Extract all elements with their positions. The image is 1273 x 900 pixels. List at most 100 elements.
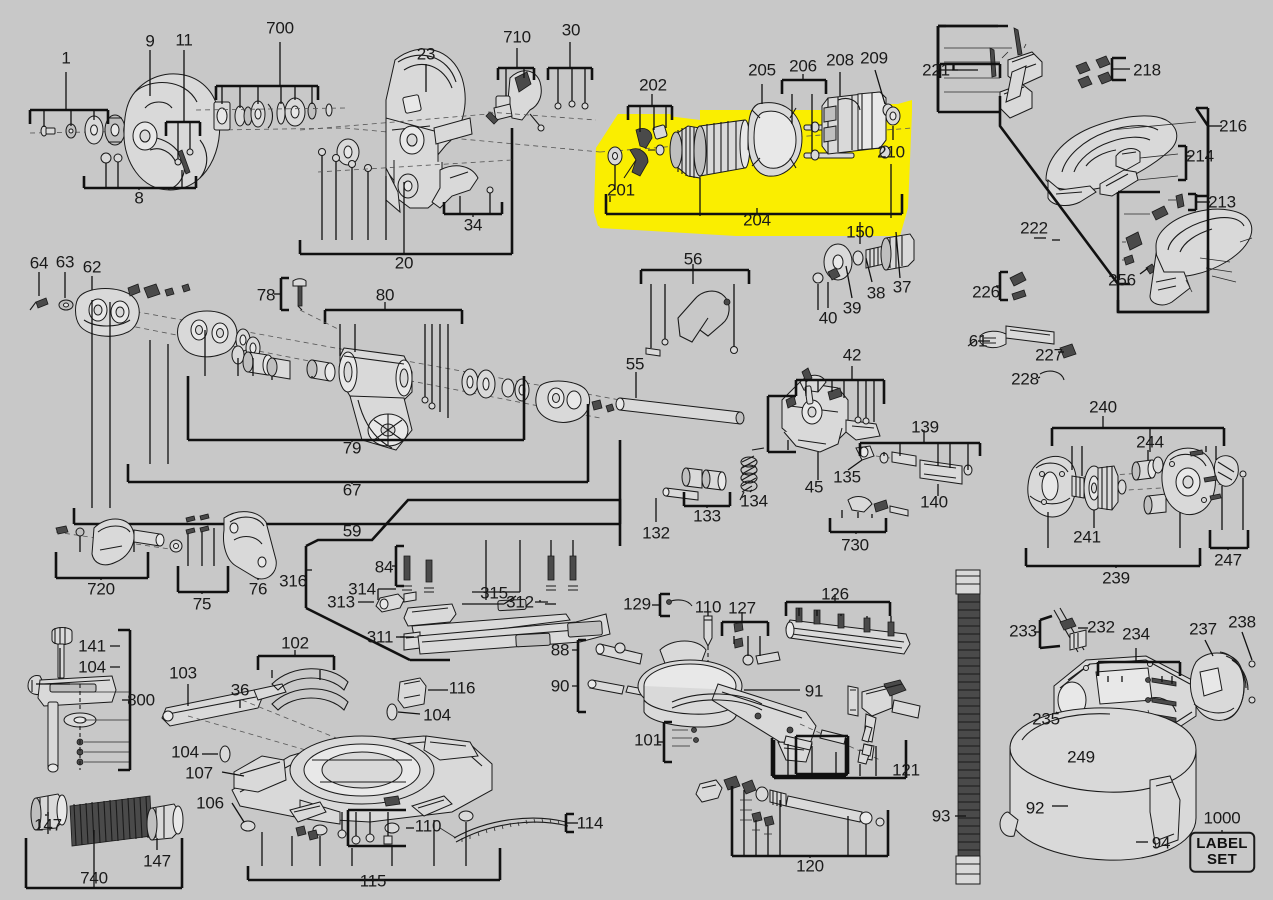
callout-110: 110 [694,597,722,617]
callout-222: 222 [1020,218,1048,238]
group-91-turntable [572,569,981,885]
callout-234: 234 [1122,624,1150,644]
callout-800: 800 [127,690,155,710]
callout-209: 209 [860,48,888,68]
callout-240: 240 [1089,397,1117,417]
callout-30: 30 [561,20,581,40]
group-316-fence [304,498,622,662]
callout-8: 8 [134,188,144,208]
callout-139: 139 [911,417,939,437]
callout-36: 36 [230,680,250,700]
stator-208 [821,91,887,155]
callout-56: 56 [683,249,703,269]
group-239-gearbox [1024,416,1250,568]
group-1-blade-assembly [28,42,601,191]
handle-shell-lower [1149,208,1253,306]
callout-115: 115 [359,871,387,891]
dust-bag-92 [999,707,1197,861]
callout-247: 247 [1214,550,1242,570]
callout-141: 141 [78,636,106,656]
callout-133: 133 [693,506,721,526]
callout-93: 93 [931,806,951,826]
group-20-gear-housing [298,48,514,256]
callout-80: 80 [375,285,395,305]
callout-147: 147 [143,851,171,871]
group-700-hardware [213,97,333,131]
callout-45: 45 [804,477,824,497]
callout-107: 107 [185,763,213,783]
group-150-brush [812,222,915,310]
callout-67: 67 [342,480,362,500]
callout-59: 59 [342,521,362,541]
callout-316: 316 [279,571,307,591]
base-table [231,735,493,825]
callout-312: 312 [506,592,534,612]
callout-237: 237 [1189,619,1217,639]
blade-guard [123,73,221,191]
callout-1: 1 [61,48,71,68]
fan-baffle-205 [747,102,803,177]
callout-232: 232 [1087,617,1115,637]
group-800-clamp [27,627,132,773]
callout-134: 134 [740,491,768,511]
callout-206: 206 [789,56,817,76]
hose-93 [955,569,981,885]
callout-214: 214 [1186,146,1214,166]
callout-314: 314 [348,579,376,599]
group-115-base [161,650,578,882]
callout-140: 140 [920,492,948,512]
callout-218: 218 [1133,60,1161,80]
callout-116: 116 [448,678,476,698]
callout-42: 42 [842,345,862,365]
callout-228: 228 [1011,369,1039,389]
callout-61: 61 [968,331,988,351]
callout-710: 710 [503,27,531,47]
callout-730: 730 [841,535,869,555]
fan-241 [1083,465,1119,511]
callout-205: 205 [748,60,776,80]
callout-106: 106 [196,793,224,813]
callout-221: 221 [922,60,950,80]
callout-239: 239 [1102,568,1130,588]
callout-11: 11 [175,30,193,50]
callout-241: 241 [1073,527,1101,547]
group-61-cord [967,325,1077,381]
group-204-motor-assembly [599,69,913,218]
group-234-motor-cover [999,607,1256,861]
callout-76: 76 [248,579,268,599]
callout-238: 238 [1228,612,1256,632]
callout-126: 126 [821,584,849,604]
callout-120: 120 [796,856,824,876]
turntable-91 [637,640,817,763]
callout-37: 37 [892,277,912,297]
label-set-box: LABEL SET [1189,831,1255,873]
callout-208: 208 [826,50,854,70]
spring-134 [739,447,765,501]
callout-311: 311 [366,627,394,647]
callout-226: 226 [972,282,1000,302]
callout-104: 104 [423,705,451,725]
callout-127: 127 [728,598,756,618]
callout-110: 110 [414,816,442,836]
callout-75: 75 [192,594,212,614]
callout-201: 201 [607,180,635,200]
callout-34: 34 [463,215,483,235]
callout-104: 104 [78,657,106,677]
callout-103: 103 [169,663,197,683]
callout-233: 233 [1009,621,1037,641]
callout-720: 720 [87,579,115,599]
callout-216: 216 [1219,116,1247,136]
callout-202: 202 [639,75,667,95]
callout-135: 135 [833,467,861,487]
group-56-spring [639,222,915,357]
group-740-hose [24,793,184,890]
callout-91: 91 [804,681,824,701]
callout-88: 88 [550,640,570,660]
callout-101: 101 [634,730,662,750]
end-cap-237 [1189,651,1249,721]
callout-63: 63 [55,252,75,272]
group-222-handle [936,24,1253,314]
callout-92: 92 [1025,798,1045,818]
